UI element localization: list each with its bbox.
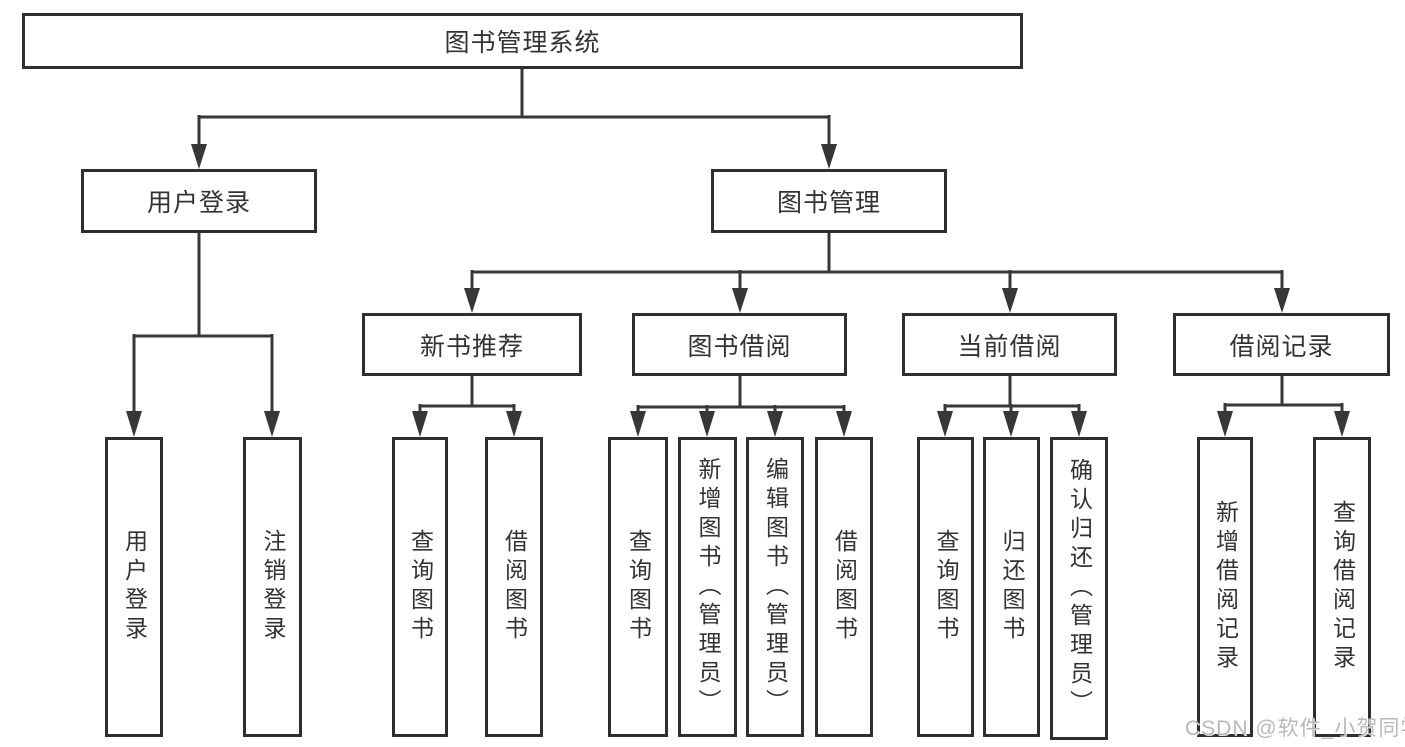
connector-segments: [132, 69, 1344, 414]
node-root-system: 图书管理系统: [22, 13, 1023, 69]
node-root-label: 图书管理系统: [444, 29, 601, 57]
leaf-borrow-query-books: 查询图书: [608, 437, 668, 737]
leaf-add-books-admin-label: 新增图书（管理员）: [695, 456, 721, 718]
csdn-watermark: CSDN @软件_小贺同学: [1185, 717, 1405, 740]
node-book-borrow: 图书借阅: [632, 313, 847, 376]
leaf-recommend-query-books-label: 查询图书: [407, 529, 434, 645]
leaf-borrow-books-label: 借阅图书: [831, 529, 858, 645]
node-current-borrow-label: 当前借阅: [957, 332, 1062, 361]
leaf-add-borrow-record-label: 新增借阅记录: [1212, 500, 1239, 674]
leaf-current-query-books-label: 查询图书: [933, 529, 959, 645]
leaf-query-borrow-record-label: 查询借阅记录: [1329, 500, 1356, 674]
node-borrow-records-label: 借阅记录: [1229, 332, 1334, 361]
leaf-recommend-borrow-books: 借阅图书: [485, 437, 543, 737]
leaf-user-login-label: 用户登录: [121, 529, 148, 645]
node-user-login: 用户登录: [81, 169, 317, 233]
leaf-logout-label: 注销登录: [260, 529, 286, 645]
leaf-edit-books-admin-label: 编辑图书（管理员）: [762, 456, 789, 718]
leaf-borrow-books: 借阅图书: [815, 437, 873, 737]
leaf-borrow-query-books-label: 查询图书: [625, 529, 652, 645]
leaf-logout: 注销登录: [243, 437, 302, 737]
leaf-add-borrow-record: 新增借阅记录: [1197, 437, 1253, 737]
leaf-return-books: 归还图书: [983, 437, 1040, 737]
leaf-return-books-label: 归还图书: [999, 529, 1025, 645]
node-book-management: 图书管理: [711, 169, 947, 233]
leaf-user-login: 用户登录: [105, 437, 163, 737]
leaf-edit-books-admin: 编辑图书（管理员）: [746, 437, 804, 737]
leaf-recommend-query-books: 查询图书: [392, 437, 448, 737]
leaf-current-query-books: 查询图书: [917, 437, 974, 737]
leaf-query-borrow-record: 查询借阅记录: [1313, 437, 1371, 737]
arrowheads: [126, 144, 1350, 437]
node-borrow-records: 借阅记录: [1173, 313, 1390, 376]
node-current-borrow: 当前借阅: [902, 313, 1117, 376]
leaf-confirm-return-admin: 确认归还（管理员）: [1050, 437, 1108, 740]
node-new-book-recommend-label: 新书推荐: [419, 332, 524, 361]
node-book-borrow-label: 图书借阅: [687, 332, 792, 361]
leaf-recommend-borrow-books-label: 借阅图书: [501, 529, 528, 645]
node-book-management-label: 图书管理: [776, 189, 881, 217]
node-user-login-label: 用户登录: [146, 189, 251, 217]
node-new-book-recommend: 新书推荐: [362, 313, 582, 376]
leaf-add-books-admin: 新增图书（管理员）: [678, 437, 737, 737]
leaf-confirm-return-admin-label: 确认归还（管理员）: [1066, 458, 1093, 719]
